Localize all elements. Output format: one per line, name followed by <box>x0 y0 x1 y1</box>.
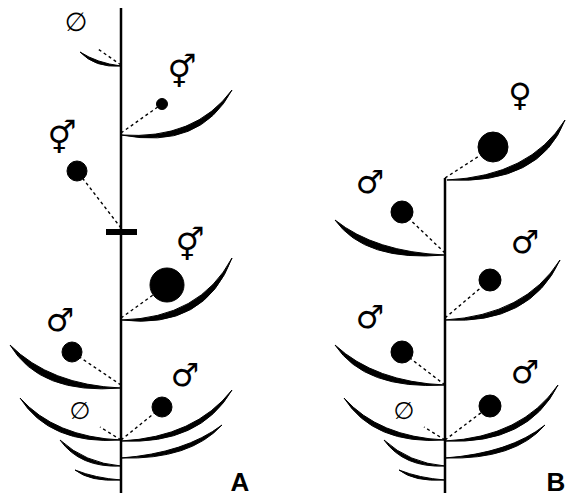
leaf-bract <box>335 220 445 256</box>
sex-symbol: ♂ <box>46 304 75 336</box>
leaf-bract <box>60 440 121 466</box>
sex-symbol: ♂ <box>511 226 540 258</box>
pedicel-line <box>402 212 445 253</box>
sex-symbol: ⚥ <box>168 56 197 88</box>
leaf-bract <box>121 425 222 458</box>
pedicel-line <box>98 49 121 65</box>
leaf-bract <box>80 52 121 66</box>
sex-symbol: ∅ <box>70 399 91 423</box>
sex-symbol: ♂ <box>356 166 385 198</box>
leaf-bract <box>445 260 560 320</box>
flower-dot <box>152 397 172 417</box>
pedicel-line <box>100 427 121 440</box>
pedicel-line <box>424 427 445 440</box>
leaf-bract <box>399 470 445 480</box>
leaf-bract <box>384 440 445 466</box>
leaf-bract <box>121 390 232 441</box>
leaf-bract <box>121 90 232 138</box>
leaf-bract <box>445 385 558 441</box>
leaf-bract <box>75 470 121 480</box>
pedicel-line <box>72 352 121 385</box>
pedicel-line <box>77 171 121 228</box>
sex-symbol: ♀ <box>508 79 531 111</box>
pedicel-line <box>445 280 490 318</box>
leaf-bract <box>121 258 232 321</box>
sex-symbol: ∅ <box>65 9 88 35</box>
pedicel-line <box>121 407 162 440</box>
panel-letter: B <box>547 469 566 495</box>
pedicel-line <box>445 147 493 178</box>
pedicel-line <box>121 285 167 318</box>
pedicel-line <box>445 406 490 440</box>
leaf-bract <box>20 398 121 440</box>
sex-symbol: ∅ <box>394 399 415 423</box>
sex-symbol: ⚥ <box>176 229 205 261</box>
flower-dot <box>479 269 501 291</box>
node-bar <box>106 229 137 235</box>
flower-dot <box>62 342 82 362</box>
sex-symbol: ⚥ <box>48 122 77 154</box>
stem-line <box>444 178 447 493</box>
stem-line <box>120 8 123 493</box>
leaf-bract <box>445 425 545 458</box>
leaf-bract <box>335 345 445 386</box>
pedicel-line <box>402 352 445 385</box>
sex-symbol: ♂ <box>356 301 385 333</box>
leaf-bract <box>447 120 565 180</box>
flower-dot <box>478 132 508 162</box>
leaf-bract <box>344 398 445 440</box>
sex-symbol: ♂ <box>511 356 540 388</box>
sex-symbol: ♂ <box>171 359 200 391</box>
pedicel-line <box>121 104 162 133</box>
panel-letter: A <box>231 469 250 495</box>
